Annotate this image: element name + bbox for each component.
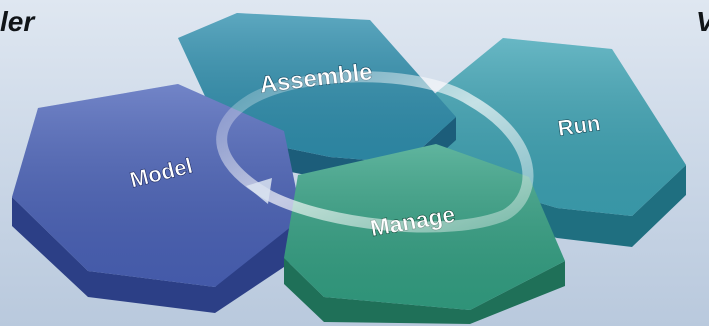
cropped-title-right: V bbox=[696, 6, 709, 38]
hexagon-model-side bbox=[12, 197, 302, 313]
cycle-arrow bbox=[216, 71, 534, 233]
hexagon-run-side bbox=[450, 165, 686, 247]
hexagon-manage-side bbox=[284, 258, 565, 324]
hexagon-run-label: Run bbox=[556, 110, 602, 141]
hexagon-model: Model bbox=[12, 84, 302, 313]
cropped-title-left: ler bbox=[0, 6, 35, 37]
cycle-arrowhead bbox=[246, 178, 272, 204]
cycle-arrow-path bbox=[216, 71, 534, 233]
